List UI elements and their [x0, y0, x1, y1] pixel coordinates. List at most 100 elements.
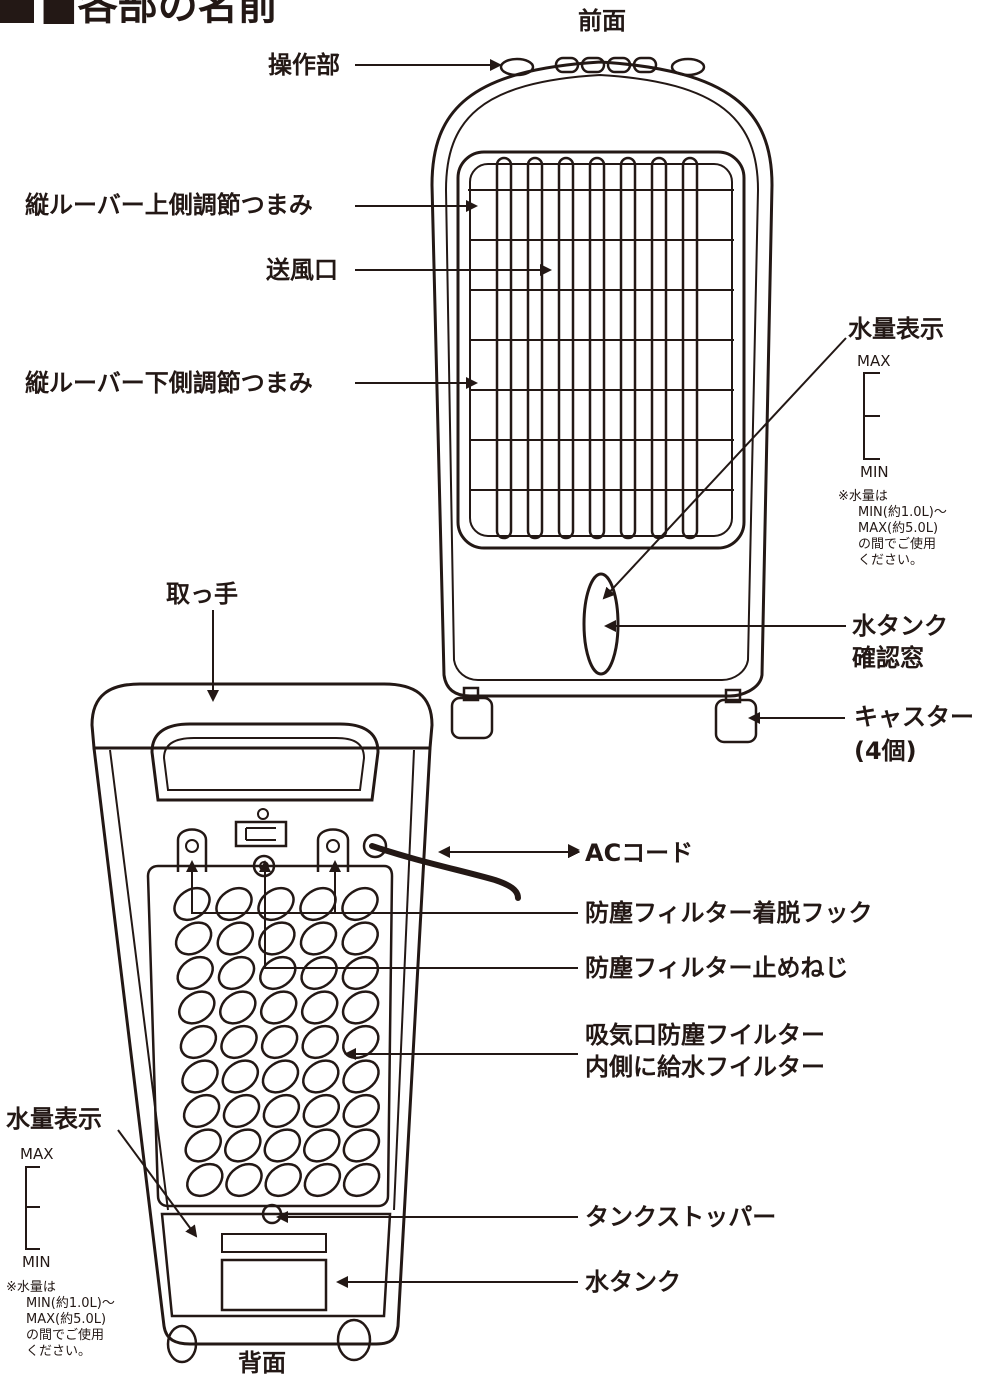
filter-hole	[299, 886, 337, 922]
label-tank-window-2: 確認窓	[852, 644, 924, 672]
leader-back-water-level	[117, 1129, 198, 1238]
label-louver-upper: 縦ルーバー上側調節つまみ	[25, 191, 313, 219]
front-level-gauge	[863, 372, 880, 460]
filter-hole	[260, 1024, 299, 1060]
front-gauge-min: MIN	[860, 463, 889, 481]
label-ac-cord: ACコード	[585, 839, 694, 867]
leader-filter-screw	[259, 860, 578, 969]
back-gauge-max: MAX	[20, 1145, 54, 1163]
front-unit	[430, 56, 774, 744]
filter-hole	[179, 1024, 218, 1060]
front-louver-frame	[456, 150, 746, 550]
filter-hole	[225, 1162, 263, 1198]
back-ac-port	[362, 833, 388, 859]
filter-hole	[263, 1128, 302, 1163]
filter-hole	[259, 955, 297, 991]
label-tank-window-1: 水タンク	[852, 612, 948, 640]
back-tank-grip	[220, 1258, 328, 1312]
filter-hole	[182, 1093, 221, 1129]
label-tank: 水タンク	[585, 1268, 681, 1296]
filter-hole	[302, 1059, 340, 1094]
label-filter-hook: 防塵フィルター着脱フック	[585, 899, 873, 927]
filter-hole	[173, 886, 211, 922]
filter-hole	[341, 921, 379, 956]
filter-hole	[303, 1128, 341, 1163]
filter-hole	[341, 886, 379, 922]
filter-hole	[264, 1162, 302, 1198]
label-tank-stopper: タンクストッパー	[585, 1203, 777, 1231]
filter-hole	[222, 1093, 261, 1129]
back-unit	[90, 682, 521, 1364]
back-handle-opening	[150, 722, 380, 802]
back-gauge-min: MIN	[22, 1253, 51, 1271]
filter-hole	[176, 955, 214, 991]
filter-hole	[342, 1128, 381, 1163]
filter-hole	[186, 1162, 224, 1198]
label-outlet: 送風口	[266, 256, 338, 284]
leader-lines	[117, 59, 847, 1288]
filter-hole	[303, 1162, 342, 1198]
label-handle: 取っ手	[166, 580, 238, 608]
front-view-title: 前面	[578, 7, 626, 35]
back-hook-left	[176, 828, 208, 872]
filter-hole	[342, 1059, 380, 1094]
label-filter-screw: 防塵フィルター止めねじ	[585, 954, 849, 982]
front-controls	[499, 56, 706, 77]
back-filter-panel	[146, 864, 394, 1208]
label-louver-lower: 縦ルーバー下側調節つまみ	[25, 369, 313, 397]
filter-hole	[221, 1059, 260, 1094]
front-vertical-louvers	[495, 156, 699, 540]
back-ac-cord	[369, 843, 521, 901]
label-controls: 操作部	[268, 51, 340, 79]
back-water-note: ※水量は MIN(約1.0L)～ MAX(約5.0L) の間でご使用 ください。	[6, 1280, 115, 1359]
front-tank-window	[582, 572, 620, 676]
filter-hole	[257, 886, 295, 922]
filter-hole	[184, 1128, 222, 1163]
filter-hole	[224, 1128, 262, 1163]
filter-hole	[215, 886, 253, 922]
front-gauge-max: MAX	[857, 352, 891, 370]
front-water-note: ※水量は MIN(約1.0L)～ MAX(約5.0L) の間でご使用 ください。	[838, 489, 947, 568]
filter-hole	[302, 1093, 341, 1129]
filter-hole	[178, 990, 216, 1025]
page-heading: ■各部の名前	[0, 0, 278, 28]
label-casters-1: キャスター	[854, 703, 974, 731]
back-hook-right	[316, 828, 350, 872]
back-label-plate	[234, 820, 288, 848]
back-casters	[166, 1318, 372, 1364]
filter-hole	[219, 990, 257, 1025]
filter-hole	[174, 921, 213, 956]
filter-hole	[262, 1093, 301, 1129]
filter-hole	[341, 955, 380, 991]
label-casters-2: (4個)	[854, 737, 917, 765]
back-tank	[160, 1212, 392, 1318]
leader-front-water-level	[602, 337, 847, 600]
filter-hole	[261, 1059, 300, 1094]
back-body-outline	[92, 747, 432, 1346]
front-body-outline	[430, 60, 774, 698]
label-back-water-level: 水量表示	[6, 1105, 102, 1133]
filter-hole	[300, 955, 338, 991]
filter-hole	[258, 921, 296, 956]
front-horizontal-slats	[468, 189, 734, 491]
front-body-inner	[444, 73, 760, 681]
filter-hole	[300, 990, 339, 1025]
heading-text: ■各部の名前	[40, 0, 278, 29]
filter-hole	[341, 990, 380, 1025]
filter-hole	[216, 921, 255, 956]
filter-hole	[181, 1059, 219, 1094]
back-filter-holes	[173, 886, 381, 1198]
filter-hole	[301, 1024, 339, 1060]
heading-square-icon	[0, 0, 34, 23]
back-view-title: 背面	[238, 1349, 286, 1377]
back-level-gauge	[25, 1166, 40, 1250]
filter-hole	[220, 1024, 258, 1060]
label-intake-1: 吸気口防塵フイルター	[585, 1021, 825, 1049]
filter-hole	[217, 955, 256, 991]
label-front-water-level: 水量表示	[848, 315, 944, 343]
label-intake-2: 内側に給水フイルター	[585, 1053, 825, 1081]
filter-hole	[342, 1024, 380, 1060]
filter-hole	[259, 990, 298, 1025]
leader-filter-hook-left	[186, 860, 578, 914]
